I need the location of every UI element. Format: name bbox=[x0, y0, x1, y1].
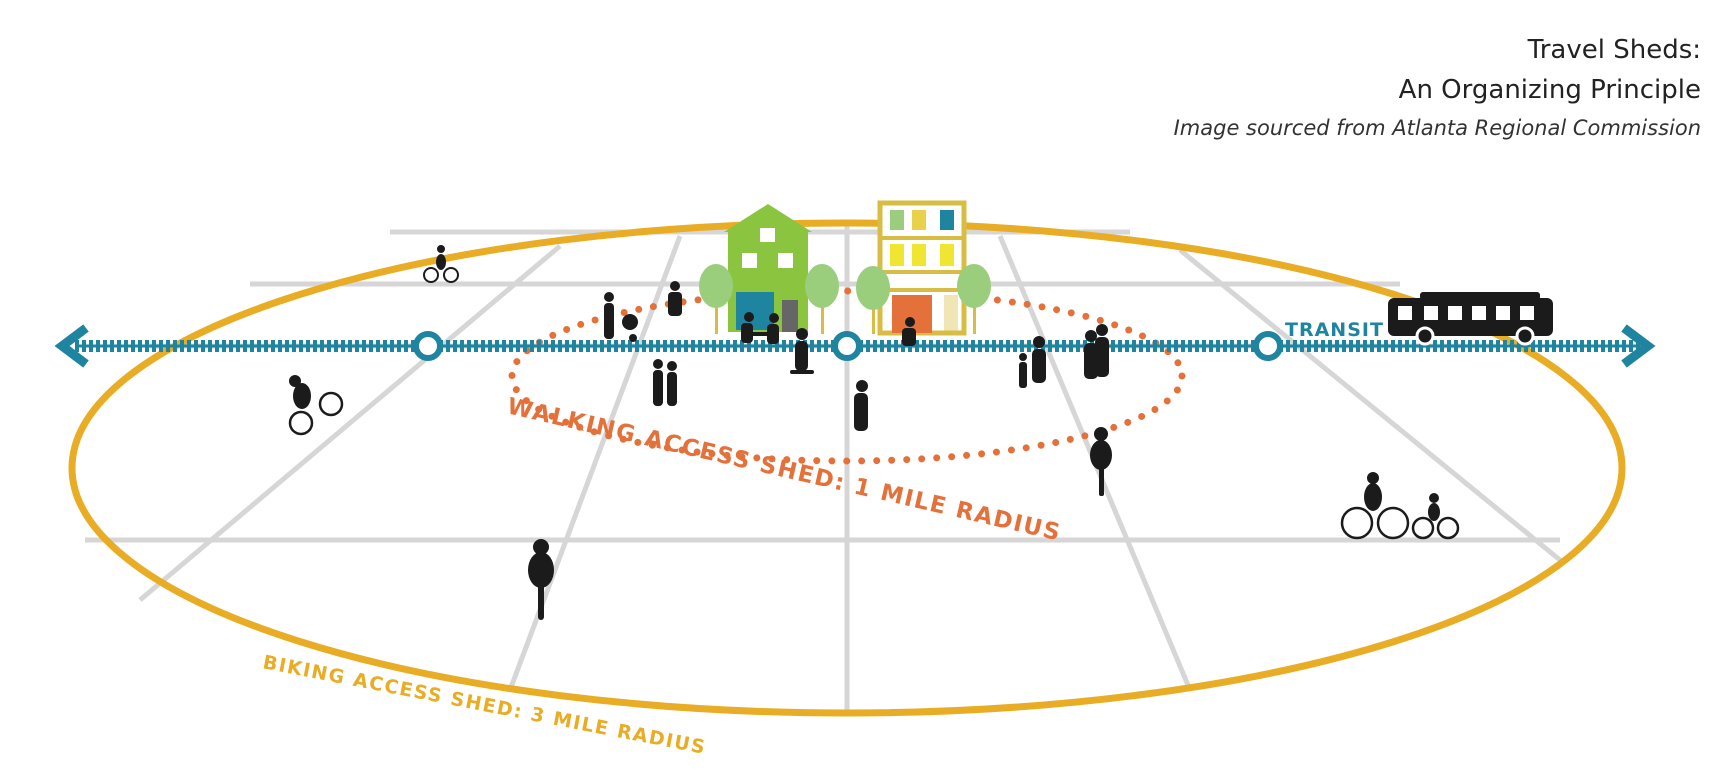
transit-stops bbox=[413, 331, 1283, 361]
transit-stop-icon bbox=[832, 331, 862, 361]
biking-shed-ellipse bbox=[68, 219, 1626, 717]
building-icon bbox=[877, 200, 967, 336]
tree-icon bbox=[856, 266, 890, 334]
pedestrian-icon bbox=[1019, 336, 1046, 388]
trees bbox=[699, 264, 991, 334]
bicycle-icon bbox=[528, 539, 554, 620]
bus-icon bbox=[1388, 292, 1553, 346]
pedestrian-icon bbox=[902, 317, 916, 346]
title-block: Travel Sheds: An Organizing Principle Im… bbox=[1174, 30, 1701, 146]
cyclists bbox=[288, 245, 1460, 620]
image-credit: Image sourced from Atlanta Regional Comm… bbox=[1173, 116, 1701, 140]
pedestrian-icon bbox=[854, 380, 868, 431]
pedestrian-icon bbox=[653, 359, 677, 406]
transit-stop-icon bbox=[1253, 331, 1283, 361]
pedestrian-icon bbox=[790, 328, 814, 374]
pedestrian-icon bbox=[741, 312, 779, 344]
walking-shed-label: WALKING ACCESS SHED: 1 MILE RADIUS bbox=[505, 394, 1064, 547]
bicycle-icon bbox=[1411, 493, 1460, 540]
walking-shed-ellipse bbox=[508, 287, 1186, 465]
bicycle-icon bbox=[423, 245, 459, 283]
title-line-2: An Organizing Principle bbox=[1398, 75, 1701, 105]
transit-stop-icon bbox=[413, 331, 443, 361]
tree-icon bbox=[805, 264, 839, 334]
bicycle-icon bbox=[1090, 427, 1112, 496]
bicycle-icon bbox=[288, 375, 344, 436]
pedestrian-icon bbox=[604, 292, 638, 342]
pedestrians bbox=[604, 281, 1109, 431]
pedestrian-icon bbox=[668, 281, 682, 316]
tree-icon bbox=[957, 264, 991, 334]
arrow-left-icon bbox=[54, 324, 89, 368]
transit-label: TRANSIT bbox=[1285, 319, 1384, 341]
title-line-1: Travel Sheds: bbox=[1527, 35, 1701, 65]
bicycle-icon bbox=[1340, 472, 1410, 540]
house-icon bbox=[724, 204, 812, 332]
arrow-right-icon bbox=[1621, 324, 1656, 368]
tree-icon bbox=[699, 264, 733, 334]
pedestrian-icon bbox=[1084, 324, 1109, 379]
